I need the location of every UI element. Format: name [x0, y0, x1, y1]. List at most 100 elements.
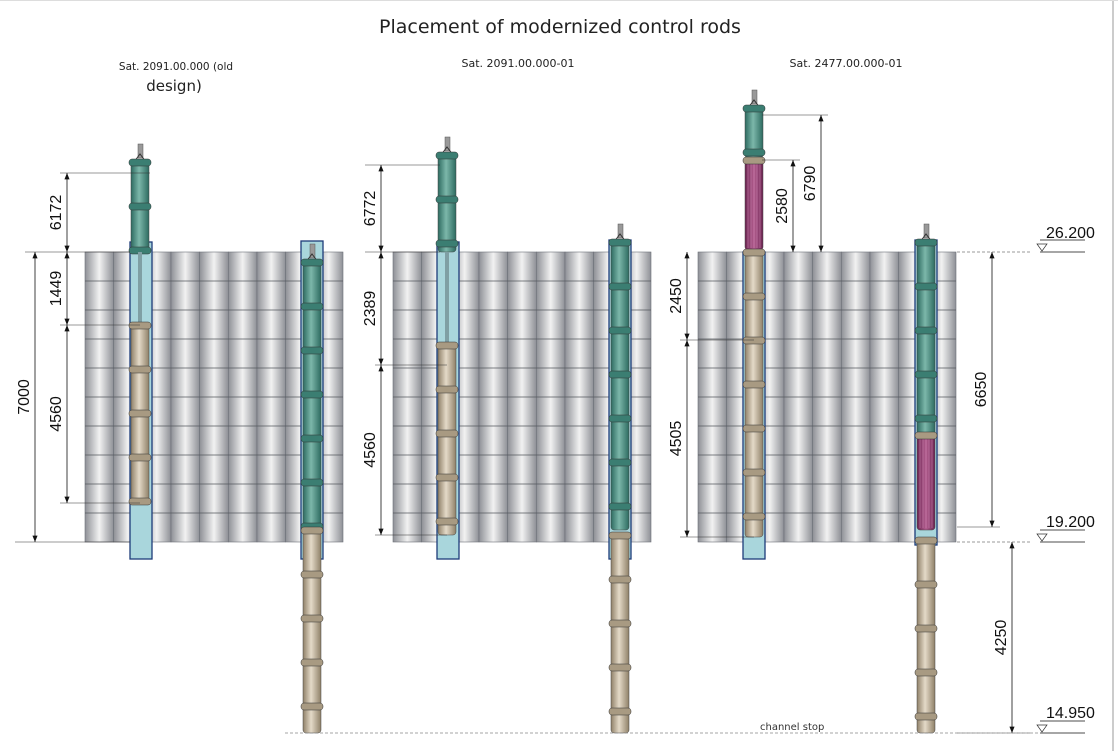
rod-coupling: [435, 473, 459, 482]
rod-gripper: [444, 136, 451, 152]
rod-coupling: [608, 282, 632, 291]
rod-1b: [300, 258, 324, 734]
dimension-label: 6650: [973, 372, 990, 408]
rod-1a: [128, 158, 152, 506]
rod-coupling: [742, 156, 766, 165]
rod-gripper: [751, 89, 758, 105]
rod-coupling: [435, 517, 459, 526]
rod-coupling: [914, 712, 938, 721]
rod-coupling: [300, 258, 324, 267]
level-triangle-icon: [1036, 533, 1048, 542]
dimension-label: 7000: [16, 379, 33, 415]
elevation-label: 19.200: [1046, 514, 1095, 531]
rod-coupling: [300, 434, 324, 443]
rod-coupling: [914, 580, 938, 589]
rod-coupling: [608, 663, 632, 672]
rod-coupling: [608, 531, 632, 540]
rod-coupling: [128, 321, 152, 330]
rod-coupling: [914, 282, 938, 291]
rod-coupling: [128, 453, 152, 462]
rod-coupling: [435, 429, 459, 438]
dimension: 4560: [362, 365, 447, 536]
absorber-section-tan: [437, 344, 457, 536]
rod-coupling: [300, 346, 324, 355]
rod-coupling: [435, 385, 459, 394]
rod-coupling: [128, 409, 152, 418]
rod-coupling: [300, 702, 324, 711]
level-triangle-icon: [1036, 243, 1048, 252]
panel-1-subtitle: Sat. 2091.00.000 (old: [119, 61, 233, 73]
level-triangle-icon: [1036, 724, 1048, 733]
rod-coupling: [914, 536, 938, 545]
rod-coupling: [128, 497, 152, 506]
dimension-label: 4250: [993, 620, 1010, 656]
elevation-marker: 14.950: [957, 705, 1095, 734]
dimension: 4505: [668, 340, 754, 538]
rod-coupling: [300, 658, 324, 667]
rod-coupling: [435, 341, 459, 350]
dimension-label: 4560: [362, 432, 379, 468]
dimension-label: 1449: [48, 271, 65, 307]
panel-2-subtitle: Sat. 2091.00.000-01: [462, 57, 575, 70]
dimension: 6172: [48, 172, 150, 252]
rod-coupling: [742, 512, 766, 521]
dimension: 2580: [762, 159, 800, 252]
rod-coupling: [300, 478, 324, 487]
rod-coupling: [608, 502, 632, 511]
absorber-section-tan: [916, 539, 936, 734]
rod-3b: [914, 238, 938, 734]
rod-coupling: [300, 302, 324, 311]
channel-stop-label: channel stop: [760, 722, 824, 733]
panel-3-subtitle: Sat. 2477.00.000-01: [790, 57, 903, 70]
frame-edge: [1112, 0, 1114, 751]
rod-coupling: [608, 575, 632, 584]
rod-coupling: [608, 238, 632, 247]
rod-3a: [742, 104, 766, 538]
rod-coupling: [914, 326, 938, 335]
rod-coupling: [300, 526, 324, 535]
rod-coupling: [608, 458, 632, 467]
rod-coupling: [128, 365, 152, 374]
rod-coupling: [435, 195, 459, 204]
rod-gripper: [137, 143, 144, 159]
rod-coupling: [742, 336, 766, 345]
dimension: 6650: [957, 251, 1000, 528]
rod-coupling: [742, 292, 766, 301]
dimension: 4560: [48, 325, 140, 504]
absorber-section-tan: [610, 534, 630, 734]
rod-coupling: [435, 239, 459, 248]
rod-coupling: [435, 151, 459, 160]
rod-coupling: [742, 104, 766, 113]
absorber-section-tan: [302, 529, 322, 734]
rod-coupling: [914, 668, 938, 677]
rod-coupling: [742, 148, 766, 157]
rod-coupling: [300, 614, 324, 623]
dimension: 2450: [668, 251, 754, 341]
dimension: 2389: [362, 251, 447, 366]
dimension: 6772: [362, 164, 440, 253]
rod-coupling: [742, 248, 766, 257]
dimension: 1449: [48, 251, 140, 326]
rod-section-green: [437, 154, 457, 253]
dimension-label: 6172: [48, 195, 65, 231]
rod-coupling: [128, 202, 152, 211]
rod-coupling: [914, 414, 938, 423]
dimension: 7000: [15, 251, 130, 543]
rod-coupling: [742, 424, 766, 433]
rod-coupling: [300, 570, 324, 579]
rod-coupling: [608, 707, 632, 716]
elevation-marker: 19.200: [957, 514, 1095, 543]
panel-1-subtitle-cont: design): [146, 77, 202, 95]
rod-section-green: [916, 241, 936, 436]
rod-gripper: [309, 243, 316, 259]
rod-coupling: [914, 238, 938, 247]
diagram-title: Placement of modernized control rods: [379, 16, 741, 38]
rod-coupling: [914, 624, 938, 633]
rod-coupling: [608, 370, 632, 379]
rod-coupling: [608, 326, 632, 335]
rod-gripper: [923, 223, 930, 239]
rod-shaft: [138, 252, 142, 325]
rod-coupling: [608, 619, 632, 628]
rod-gripper: [617, 223, 624, 239]
